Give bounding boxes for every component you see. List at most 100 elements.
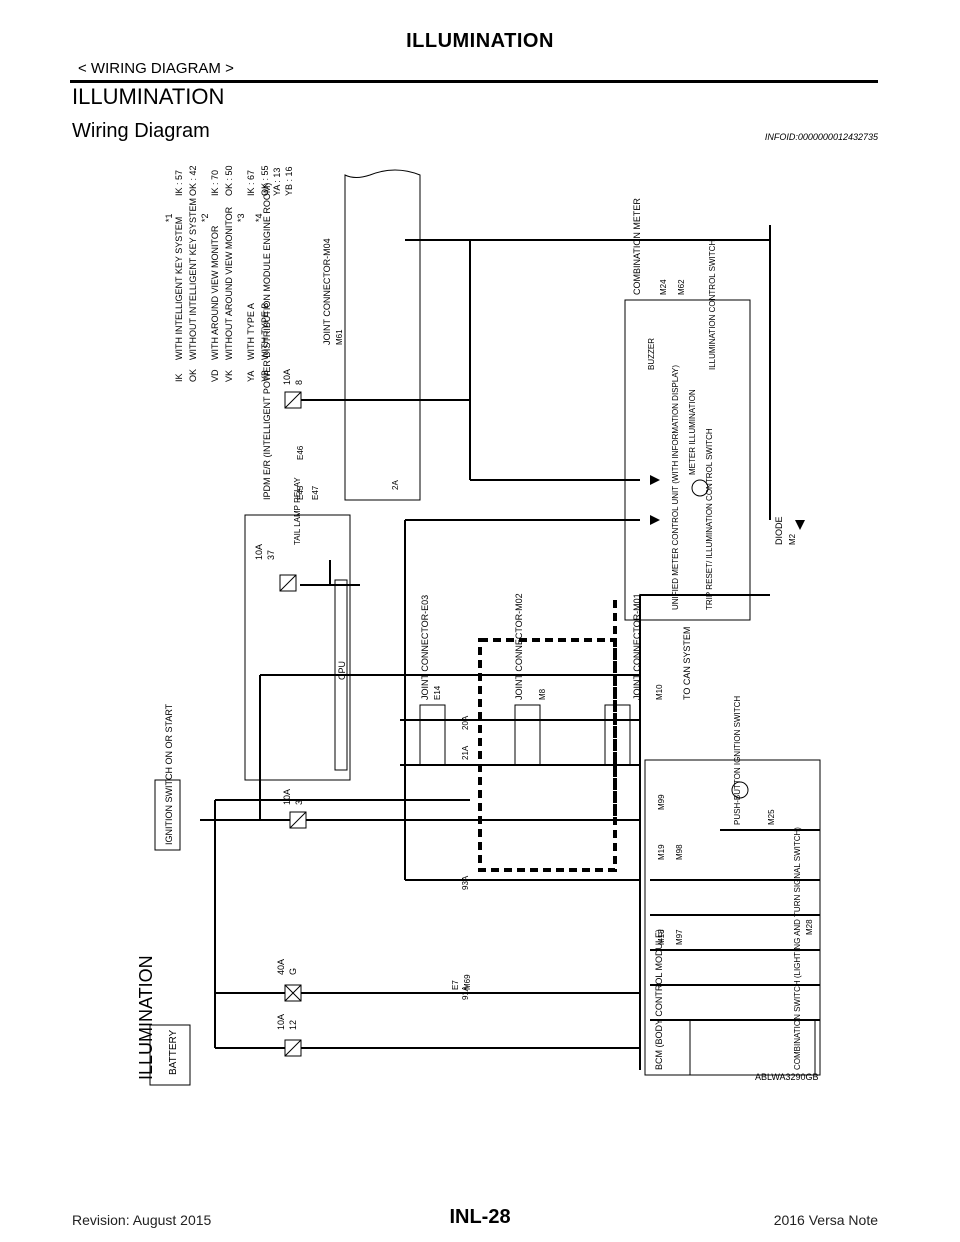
joint-e03-conn: E14 [433,685,442,700]
diode-28 [650,515,660,525]
legend-code-vd: VD [210,369,220,382]
diode-27 [650,475,660,485]
bcm-label: BCM (BODY CONTROL MODULE) [654,929,664,1070]
ignition-box [154,779,181,851]
ipdm-conn-e47: E47 [311,485,320,500]
battery-box [149,1024,191,1086]
joint-e03-label: JOINT CONNECTOR-E03 [420,595,430,700]
meter-label: COMBINATION METER [632,198,642,295]
harness-e7: E7 [451,980,460,990]
diode-conn: M2 [788,533,797,545]
fuse-3-amp: 10A [282,789,292,805]
star-4-b: YB : 16 [284,166,294,196]
ignition-label: IGNITION SWITCH ON OR START [164,703,174,845]
illum-sw-label: ILLUMINATION CONTROL SWITCH [708,240,717,370]
legend-code-ik: IK [174,373,184,382]
joint-m02-box [514,704,541,766]
star-3-a: IK : 67 [246,170,256,196]
info-id: INFOID:0000000012432735 [764,132,878,142]
ipdm-label: IPDM E/R (INTELLIGENT POWER DISTRIBUTION… [262,183,272,500]
ipdm-cpu: CPU [337,661,347,680]
legend-code-ok: OK [188,369,198,382]
star-1: *1 [164,213,174,222]
joint-m01-label: JOINT CONNECTOR-M01 [632,593,642,700]
fuse-12-amp: 10A [276,1014,286,1030]
page-header-subtitle: < WIRING DIAGRAM > [78,60,234,77]
footer-page: INL-28 [449,1206,511,1228]
figure-code: ABLWA3290GB [755,1072,819,1082]
diode-m2 [795,520,805,530]
star-1-b: OK : 42 [188,165,198,196]
star-1-a: IK : 57 [174,170,184,196]
fuse-12-num: 12 [288,1020,298,1030]
star-2-a: IK : 70 [210,170,220,196]
harness-2a: 2A [391,480,400,490]
ipdm-conn-e46: E46 [296,445,305,460]
star-2: *2 [200,213,210,222]
bcm-conn-m98: M98 [675,844,684,860]
diagram-side-title: ILLUMINATION [136,955,156,1080]
legend-code-yb: YB [260,370,270,382]
fuse-37-num: 37 [266,550,276,560]
ipdm-box [244,514,351,781]
push-switch-label: PUSH-BUTTON IGNITION SWITCH [733,696,742,825]
harness-21a: 21A [461,745,470,760]
fuse-37-amp: 10A [254,544,264,560]
section-title: ILLUMINATION [72,84,225,109]
push-switch-lamp [731,781,749,799]
star-2-b: OK : 50 [224,165,234,196]
legend-code-ya: YA [246,371,256,382]
joint-m04-label: JOINT CONNECTOR-M04 [322,238,332,345]
harness-91a: 91A [461,985,470,1000]
bcm-conn-m97: M97 [675,929,684,945]
bcm-conn-m18: M18 [657,929,666,945]
header-rule [70,80,878,83]
legend-text-ik: WITH INTELLIGENT KEY SYSTEM [174,217,184,360]
combo-switch-label: COMBINATION SWITCH (LIGHTING AND TURN SI… [793,827,802,1070]
fuse-8-amp: 10A [282,369,292,385]
push-switch-conn: M25 [767,809,776,825]
bcm-conn-m99: M99 [657,794,666,810]
battery-label: BATTERY [168,1029,179,1075]
ipdm-conn-e45: E45 [296,485,305,500]
combo-box [689,1019,816,1076]
footer-model: 2016 Versa Note [773,1212,878,1228]
star-4-a: YA : 13 [272,168,282,196]
joint-m01-conn: M10 [655,684,664,700]
page-header-title: ILLUMINATION [406,30,554,52]
cpu-box [334,579,348,771]
legend: IK WITH INTELLIGENT KEY SYSTEM OK WITHOU… [164,165,294,382]
can-label: TO CAN SYSTEM [682,627,692,700]
combo-switch-conn: M28 [805,919,814,935]
meter-box [624,299,751,621]
star-3: *3 [236,213,246,222]
legend-text-ok: WITHOUT INTELLIGENT KEY SYSTEM [188,198,198,360]
harness-20a: 20A [461,715,470,730]
subsection-title: Wiring Diagram [72,120,210,142]
fuse-g-num: G [288,968,298,975]
bcm-conn-m19: M19 [657,844,666,860]
joint-m04-conn: M61 [335,329,344,345]
meter-illum-label: METER ILLUMINATION [688,389,697,475]
can-shield-box [478,638,617,872]
fuse-3-num: 3 [294,800,304,805]
meter-illumination-lamp [691,479,709,497]
star-3-b: OK : 55 [260,165,270,196]
harness-93a: 93A [461,875,470,890]
meter-unit-label: UNIFIED METER CONTROL UNIT (WITH INFORMA… [671,365,680,610]
star-4: *4 [254,213,264,222]
meter-conn-m62: M62 [677,279,686,295]
buzzer-label: BUZZER [647,338,656,370]
diode-label: DIODE [774,516,784,545]
footer-revision: Revision: August 2015 [72,1212,212,1228]
legend-code-vk: VK [224,370,234,382]
meter-conn-m24: M24 [659,279,668,295]
legend-text-yb: WITH TYPE B [260,303,270,360]
joint-m02-label: JOINT CONNECTOR-M02 [514,593,524,700]
legend-text-ya: WITH TYPE A [246,303,256,360]
harness-m69: M69 [463,974,472,990]
legend-text-vd: WITH AROUND VIEW MONITOR [210,225,220,360]
fuse-8-num: 8 [294,380,304,385]
joint-m04-box [344,169,421,501]
